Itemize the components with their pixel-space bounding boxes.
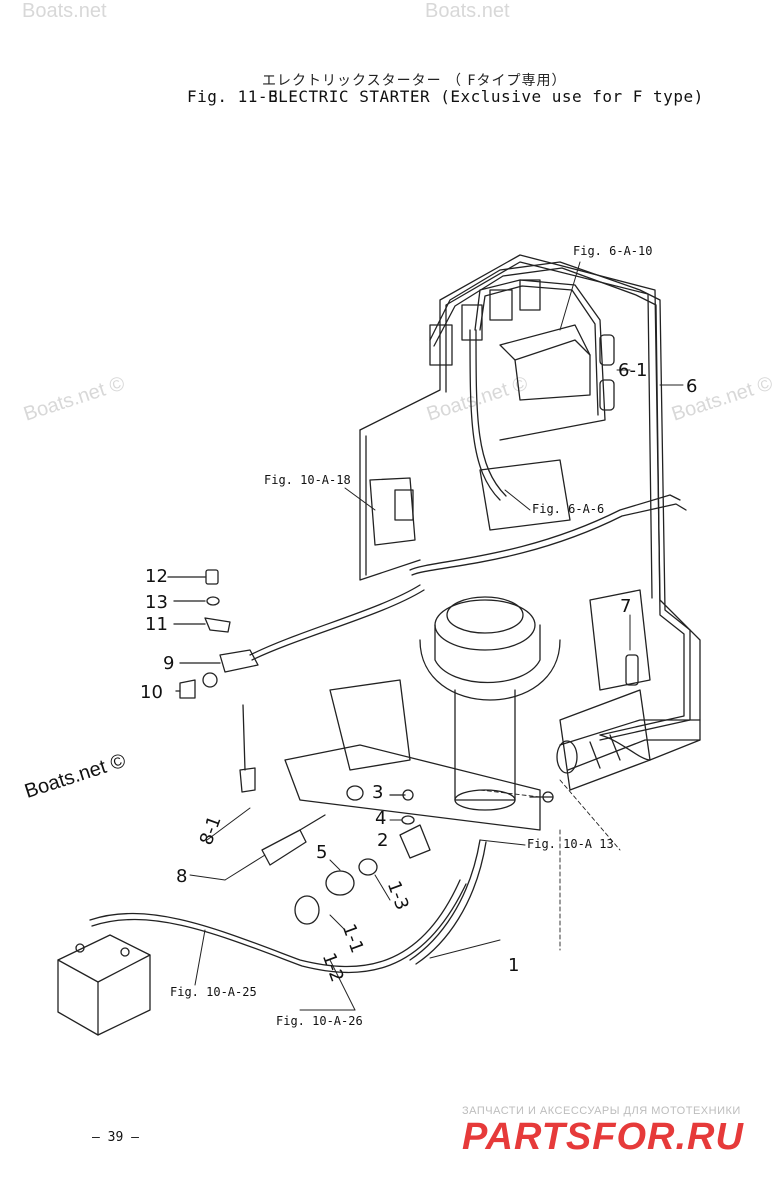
back-panel [359,254,701,761]
connector-block [429,279,615,411]
part-number: 12 [145,566,168,587]
wire-harness [89,261,691,974]
watermark: Boats.net [425,0,510,22]
part-number: 4 [375,808,387,829]
battery [57,934,151,1036]
engine-body [284,459,651,831]
page-title: ELECTRIC STARTER (Exclusive use for F ty… [268,87,704,106]
part-number: 2 [377,830,389,851]
part-number: 10 [140,682,163,703]
part-number: 13 [145,592,168,613]
ref-fig-10-a-25: Fig. 10-A-25 [170,985,257,999]
brand-logo: PARTSFOR.RU [462,1116,744,1158]
part-number: 9 [163,653,175,674]
part-number: 8 [176,866,188,887]
small-parts [167,489,639,925]
dashed-leaders [479,779,621,951]
ref-fig-10-a-13: Fig. 10-A 13 [527,837,614,851]
brand-tagline: ЗАПЧАСТИ И АКСЕССУАРЫ ДЛЯ МОТОТЕХНИКИ [462,1105,741,1117]
leader-lines [189,261,684,1011]
title-japanese: エレクトリックスターター （ Fタイプ専用） [262,73,567,89]
ref-fig-6-a-6: Fig. 6-A-6 [532,502,605,516]
ref-fig-10-a-26: Fig. 10-A-26 [276,1014,363,1028]
part-number: 5 [316,842,328,863]
part-number: 6 [686,376,698,397]
watermark: Boats.net [22,0,107,22]
part-number: 11 [145,614,168,635]
figure-number: Fig. 11-B [187,87,279,106]
part-number: 1 [508,955,520,976]
ref-fig-6-a-10: Fig. 6-A-10 [573,244,653,258]
ref-fig-10-a-18: Fig. 10-A-18 [264,473,351,487]
part-number: 3 [372,782,384,803]
starter-motor [556,719,701,774]
part-number: 7 [620,596,632,617]
part-number: 6-1 [618,360,648,381]
page-number: — 39 — [92,1130,139,1145]
